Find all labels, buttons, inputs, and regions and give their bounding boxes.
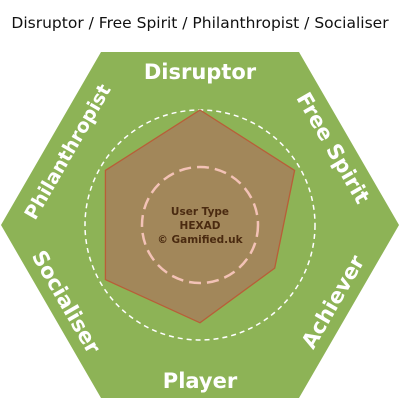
center-label-user-type: User Type <box>171 206 229 218</box>
center-label-hexad: HEXAD <box>180 220 221 232</box>
label-player: Player <box>163 369 238 393</box>
center-label-copyright: © Gamified.uk <box>157 234 243 246</box>
inner-dashed-ring <box>140 165 260 285</box>
label-disruptor: Disruptor <box>144 60 257 84</box>
profile-polygon <box>104 109 296 324</box>
page-title: Disruptor / Free Spirit / Philanthropist… <box>11 14 389 32</box>
